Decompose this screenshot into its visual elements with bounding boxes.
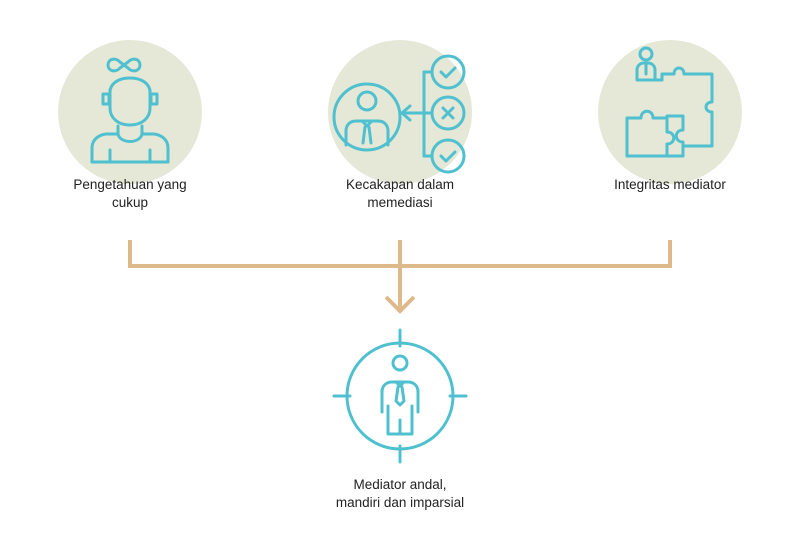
knowledge-label: Pengetahuan yang cukup — [50, 176, 210, 212]
connector-arrowhead — [384, 295, 416, 314]
outcome-label-line-1: Mediator andal, — [353, 477, 447, 492]
integrity-label-line-1: Integritas mediator — [614, 177, 726, 192]
skill-label-line-2: memediasi — [367, 195, 433, 210]
integrity-background-circle — [598, 40, 742, 184]
outcome-label-line-2: mandiri dan imparsial — [335, 495, 465, 510]
skill-label: Kecakapan dalam memediasi — [320, 176, 480, 212]
connector-lines — [128, 240, 672, 314]
skill-label-line-1: Kecakapan dalam — [345, 177, 455, 192]
knowledge-background-circle — [58, 40, 202, 184]
person-puzzle-icon — [625, 46, 714, 158]
person-with-infinity-icon — [90, 57, 170, 164]
knowledge-label-line-1: Pengetahuan yang — [73, 177, 187, 192]
integrity-label: Integritas mediator — [580, 176, 760, 194]
outcome-label: Mediator andal, mandiri dan imparsial — [300, 476, 500, 512]
person-checklist-icon — [332, 54, 466, 174]
person-target-icon — [332, 328, 468, 464]
knowledge-label-line-2: cukup — [111, 195, 149, 210]
